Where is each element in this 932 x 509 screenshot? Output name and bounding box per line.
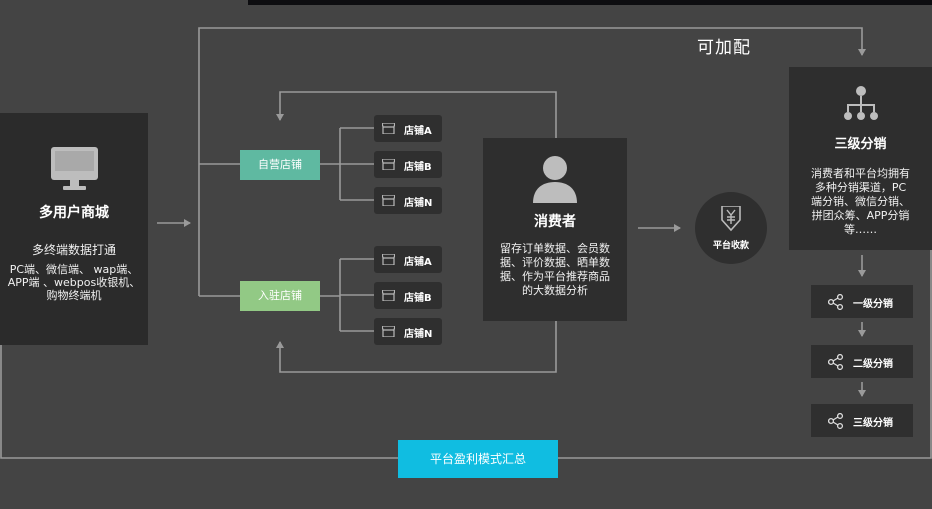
distribution-title: 三级分销: [834, 137, 887, 152]
store-label: 店铺A: [404, 126, 432, 137]
storefront-icon: [382, 254, 395, 265]
storefront-icon: [382, 159, 395, 170]
distribution-line-2: 多种分销渠道，PC: [814, 181, 907, 194]
mall-line-3: 购物终端机: [46, 289, 102, 302]
share-icon: [828, 354, 844, 370]
mall-subtitle: 多终端数据打通: [31, 243, 116, 257]
level-3-distribution: 三级分销: [811, 404, 913, 437]
distribution-line-3: 端分销、微信分销、: [811, 195, 910, 208]
self-run-store-b: 店铺B: [374, 151, 442, 178]
store-label: 店铺A: [404, 257, 432, 268]
level-label: 二级分销: [853, 359, 893, 370]
level-2-distribution: 二级分销: [811, 345, 913, 378]
storefront-icon: [382, 123, 395, 134]
level-label: 一级分销: [853, 299, 893, 310]
settled-store-a: 店铺A: [374, 246, 442, 273]
consumer-panel: 消费者 留存订单数据、会员数 据、评价数据、晒单数 据、作为平台推荐商品 的大数…: [483, 138, 627, 321]
self-run-store-label: 自营店铺: [240, 150, 320, 180]
distribution-line-5: 等……: [844, 223, 877, 236]
distribution-line-1: 消费者和平台均拥有: [811, 167, 910, 180]
storefront-icon: [382, 326, 395, 337]
settled-store-n: 店铺N: [374, 318, 442, 345]
summary-loop-line: [0, 345, 398, 459]
mall-line-2: APP端 、webpos收银机、: [7, 276, 141, 289]
storefront-icon: [382, 195, 395, 206]
distribution-line-4: 拼团众筹、APP分销: [811, 209, 910, 222]
share-icon: [828, 294, 844, 310]
mall-panel: 多用户商城 多终端数据打通 PC端、微信端、 wap端、 APP端 、webpo…: [0, 113, 148, 345]
platform-collect-label: 平台收款: [712, 241, 749, 251]
level-1-distribution: 一级分销: [811, 285, 913, 318]
hierarchy-icon: [844, 86, 878, 120]
store-label: 店铺N: [404, 198, 433, 209]
level-label: 三级分销: [853, 418, 893, 429]
consumer-line-2: 据、评价数据、晒单数: [500, 256, 610, 269]
consumer-line-3: 据、作为平台推荐商品: [500, 270, 610, 283]
mall-line-1: PC端、微信端、 wap端、: [9, 263, 139, 276]
share-icon: [828, 413, 844, 429]
profit-model-summary: 平台盈利模式汇总: [398, 440, 558, 478]
store-label: 店铺B: [404, 162, 432, 173]
platform-collect-circle: 平台收款: [695, 192, 767, 264]
feedback-top: [276, 91, 557, 138]
addable-label: 可加配: [697, 38, 751, 58]
storefront-icon: [382, 290, 395, 301]
store-label: 店铺B: [404, 293, 432, 304]
consumer-line-1: 留存订单数据、会员数: [500, 242, 610, 255]
yuan-icon: [721, 206, 741, 232]
settled-store-b: 店铺B: [374, 282, 442, 309]
feedback-bottom: [276, 321, 557, 373]
self-run-store-n: 店铺N: [374, 187, 442, 214]
top-dark-strip: [248, 0, 932, 5]
store-label: 店铺N: [404, 329, 433, 340]
mall-title: 多用户商城: [39, 205, 109, 221]
consumer-line-4: 的大数据分析: [522, 284, 588, 297]
consumer-title: 消费者: [534, 214, 576, 230]
monitor-icon: [51, 147, 98, 190]
top-loop-line: [198, 27, 866, 296]
distribution-panel: 三级分销 消费者和平台均拥有 多种分销渠道，PC 端分销、微信分销、 拼团众筹、…: [789, 67, 932, 250]
settled-store-label: 入驻店铺: [240, 281, 320, 311]
user-icon: [533, 156, 577, 203]
self-run-store-a: 店铺A: [374, 115, 442, 142]
